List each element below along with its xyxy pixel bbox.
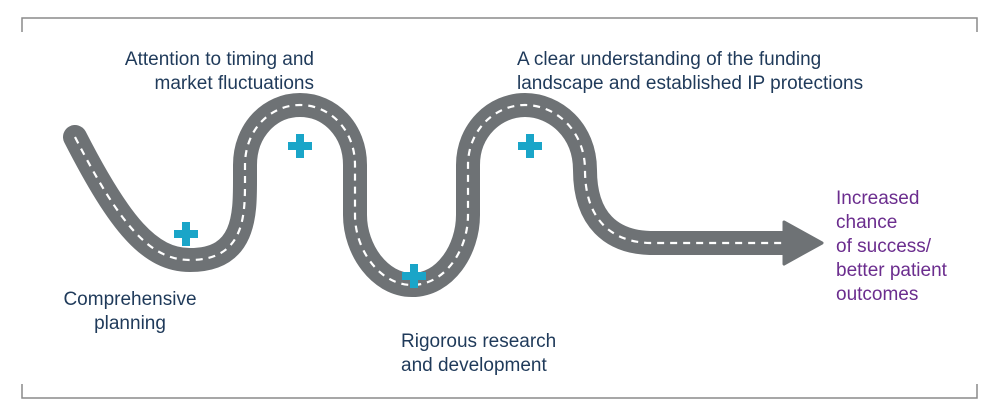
label-timing-line1: Attention to timing and xyxy=(124,49,314,70)
label-outcome-line3: of success/ xyxy=(836,236,932,257)
plus-icon xyxy=(518,134,542,158)
label-planning: Comprehensive planning xyxy=(52,288,208,336)
label-funding-line2: landscape and established IP protections xyxy=(517,73,864,94)
label-outcome-line4: better patient xyxy=(836,260,947,281)
label-outcome-line5: outcomes xyxy=(836,284,919,305)
label-outcome: Increased chance of success/ better pati… xyxy=(836,187,947,307)
label-planning-line1: Comprehensive xyxy=(63,289,197,310)
plus-icon xyxy=(174,222,198,246)
plus-icon xyxy=(402,264,426,288)
label-research: Rigorous research and development xyxy=(401,330,556,378)
label-outcome-line1: Increased xyxy=(836,188,920,209)
label-timing-line2: market fluctuations xyxy=(154,73,314,94)
winding-road xyxy=(63,93,824,297)
plus-icon xyxy=(288,134,312,158)
road-center-dashes xyxy=(74,103,788,287)
frame-bottom-bracket xyxy=(21,384,978,399)
label-research-line2: and development xyxy=(401,355,547,376)
arrow-head-icon xyxy=(782,220,824,266)
label-funding: A clear understanding of the funding lan… xyxy=(517,48,863,96)
label-timing: Attention to timing and market fluctuati… xyxy=(125,48,314,96)
label-outcome-line2: chance xyxy=(836,212,898,233)
label-funding-line1: A clear understanding of the funding xyxy=(517,49,822,70)
label-planning-line2: planning xyxy=(94,313,166,334)
frame-top-bracket xyxy=(21,17,978,32)
road-surface xyxy=(63,93,800,297)
label-research-line1: Rigorous research xyxy=(401,331,557,352)
